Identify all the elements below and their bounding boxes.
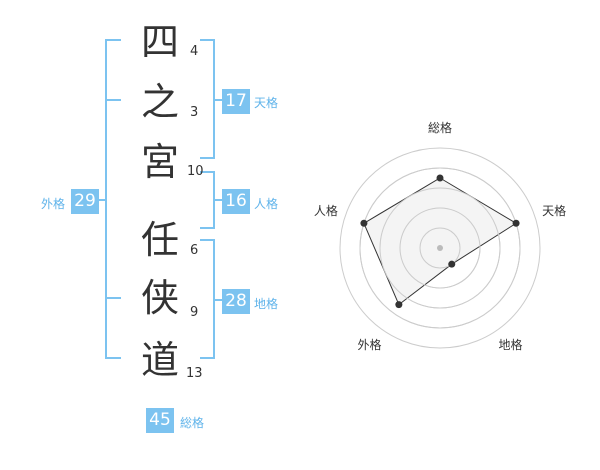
given-strokes-3: 13 xyxy=(186,366,203,381)
radar-ring xyxy=(419,227,461,269)
soukaku-label: 総格 xyxy=(180,416,205,430)
radar-ring xyxy=(399,207,481,289)
surname-strokes-2: 3 xyxy=(190,105,199,120)
tenkaku-bracket xyxy=(200,39,222,159)
radar-axis-label: 人格 xyxy=(314,203,338,218)
radar-axis-label: 天格 xyxy=(542,203,566,218)
radar-polygon xyxy=(363,177,518,306)
chikaku-value: 28 xyxy=(222,289,250,314)
surname-char-1: 四 xyxy=(140,20,179,64)
radar-axis-label: 総格 xyxy=(428,120,452,135)
radar-center xyxy=(437,245,443,251)
soukaku-value: 45 xyxy=(146,408,174,433)
surname-strokes-3: 10 xyxy=(187,164,204,179)
given-strokes-2: 9 xyxy=(190,305,199,320)
jinkaku-bracket xyxy=(200,171,222,229)
radar-ring xyxy=(379,187,501,309)
surname-strokes-1: 4 xyxy=(190,44,199,59)
radar-point-4 xyxy=(360,219,368,227)
gaikaku-bracket xyxy=(96,39,121,359)
radar-point-2 xyxy=(448,260,456,268)
radar-point-1 xyxy=(512,219,520,227)
given-char-2: 侠 xyxy=(140,276,179,320)
given-char-1: 任 xyxy=(140,218,179,262)
radar-point-0 xyxy=(436,174,444,182)
radar-point-3 xyxy=(395,301,403,309)
radar-ring xyxy=(359,167,521,329)
gaikaku-value: 29 xyxy=(71,189,99,214)
chikaku-bracket xyxy=(200,239,222,359)
surname-char-3: 宮 xyxy=(140,140,179,184)
jinkaku-value: 16 xyxy=(222,189,250,214)
jinkaku-label: 人格 xyxy=(254,197,279,211)
radar-axis-label: 外格 xyxy=(357,337,381,352)
gaikaku-label: 外格 xyxy=(41,197,66,211)
given-char-3: 道 xyxy=(140,338,179,382)
tenkaku-label: 天格 xyxy=(254,96,279,110)
chikaku-label: 地格 xyxy=(254,297,279,311)
tenkaku-value: 17 xyxy=(222,89,250,114)
given-strokes-1: 6 xyxy=(190,243,199,258)
radar-axis-label: 地格 xyxy=(499,337,523,352)
surname-char-2: 之 xyxy=(140,80,179,124)
